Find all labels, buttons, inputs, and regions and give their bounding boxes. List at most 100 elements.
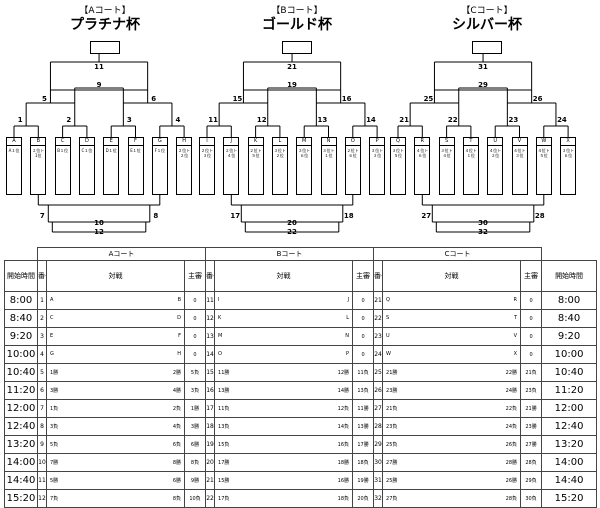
team-seed: ３位ト ６位 — [562, 148, 575, 158]
team-seed: ４位ト ５位 — [537, 148, 550, 158]
game-number: 24 — [373, 345, 384, 364]
referee: 9勝 — [183, 471, 207, 490]
start-time: 9:20 — [4, 327, 38, 346]
team-letter: C — [55, 138, 70, 146]
game-number: 16 — [205, 381, 216, 400]
referee: 6勝 — [183, 435, 207, 454]
home-team: C — [50, 315, 54, 321]
referee: 27勝 — [520, 435, 543, 454]
team-seed: ３位ト ２位 — [273, 148, 286, 158]
match-num: 18 — [343, 212, 354, 220]
referee: 0 — [520, 291, 543, 310]
team-letter: L — [272, 138, 287, 146]
referee: 0 — [352, 327, 375, 346]
away-team: 28勝 — [505, 460, 518, 466]
match-num: 13 — [317, 116, 328, 124]
start-time: 14:00 — [541, 453, 598, 472]
away-team: 18負 — [337, 496, 350, 502]
game-number: 12 — [37, 489, 47, 508]
match-num: 25 — [423, 95, 434, 103]
match-num: 24 — [557, 116, 567, 124]
match-num: 2 — [66, 116, 72, 124]
team-seed: ３位ト ４位 — [440, 148, 453, 158]
team-seed: A１位 — [8, 148, 20, 153]
team-seed: B１位 — [57, 148, 68, 153]
referee: 10負 — [183, 489, 207, 508]
match-num: 5 — [42, 95, 47, 103]
referee: 0 — [352, 291, 375, 310]
start-time: 15:20 — [541, 489, 598, 508]
team-letter: G — [152, 138, 167, 146]
start-time: 10:00 — [4, 345, 38, 364]
match-num: 32 — [478, 228, 488, 236]
referee: 8負 — [183, 453, 207, 472]
ref-header: 主審 — [352, 260, 375, 292]
referee: 13負 — [352, 381, 375, 400]
home-team: 3負 — [50, 424, 59, 430]
match-num: 11 — [94, 63, 104, 71]
match-num: 9 — [96, 81, 102, 89]
match-num: 23 — [508, 116, 519, 124]
team-seed: E１位 — [130, 148, 141, 153]
num-header: 番号 — [37, 260, 47, 292]
away-team: 14負 — [337, 424, 350, 430]
away-team: 6勝 — [172, 478, 181, 484]
home-team: M — [218, 333, 223, 339]
away-team: J — [347, 297, 350, 303]
team-letter: Q — [391, 138, 405, 146]
away-team: 26負 — [505, 442, 518, 448]
home-team: 27負 — [386, 496, 398, 502]
game-number: 9 — [37, 435, 47, 454]
referee: 13勝 — [352, 417, 375, 436]
start-time: 8:40 — [4, 309, 38, 328]
team-seed: ３位ト １位 — [322, 148, 335, 158]
start-time: 11:20 — [4, 381, 38, 400]
start-time: 14:00 — [4, 453, 38, 472]
bracket-lines — [13, 54, 569, 233]
game-number: 5 — [37, 363, 47, 382]
team-seed: ２位ト ４位 — [225, 148, 238, 158]
court-a-col-header: Aコート — [36, 247, 207, 261]
home-team: 5負 — [50, 442, 59, 448]
team-seed: ２位ト ６位 — [346, 148, 359, 158]
team-letter: M — [297, 138, 312, 146]
num-header: 番号 — [373, 260, 384, 292]
match-num: 29 — [478, 81, 488, 89]
team-seed: ３位ト ３位 — [371, 148, 384, 158]
game-number: 6 — [37, 381, 47, 400]
match-header: 対戦 — [46, 260, 185, 292]
game-number: 15 — [205, 363, 216, 382]
game-number: 11 — [37, 471, 47, 490]
match-num: 16 — [341, 95, 352, 103]
home-team: 1勝 — [50, 370, 59, 376]
away-team: 14勝 — [337, 388, 350, 394]
team-box-L: L ３位ト ２位 — [271, 137, 288, 195]
game-number: 7 — [37, 399, 47, 418]
game-number: 2 — [37, 309, 47, 328]
court-a-header: 【Aコート】 プラチナ杯 — [45, 6, 165, 34]
game-number: 22 — [205, 489, 216, 508]
game-number: 19 — [205, 435, 216, 454]
team-seed: C１位 — [81, 148, 93, 153]
referee: 21勝 — [520, 399, 543, 418]
blank-cell — [5, 248, 38, 261]
match-num: 14 — [366, 116, 376, 124]
